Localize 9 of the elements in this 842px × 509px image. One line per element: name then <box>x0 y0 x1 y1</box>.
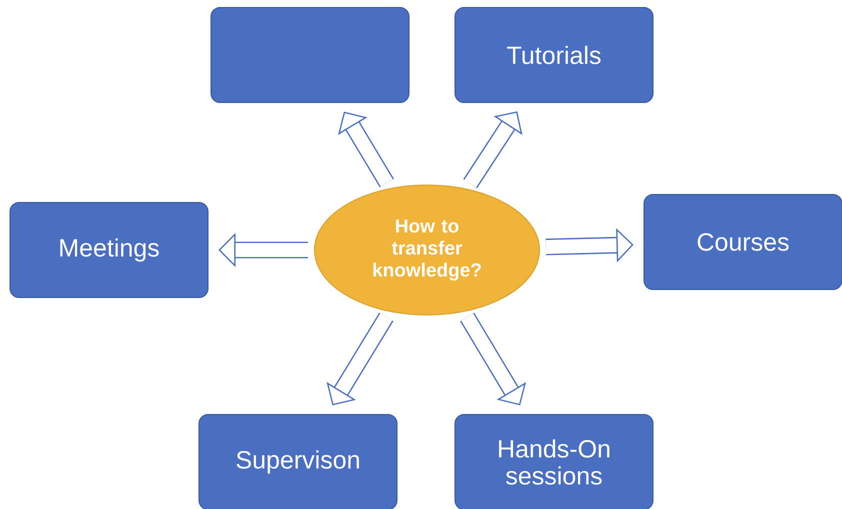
topic-box: Meetings <box>10 202 208 298</box>
block-arrow <box>460 312 526 406</box>
topic-box: Hands-On sessions <box>454 414 654 509</box>
topic-box: Supervison <box>198 414 398 509</box>
block-arrow <box>338 112 394 188</box>
block-arrow <box>326 312 394 406</box>
topic-box: Tutorials <box>454 7 654 103</box>
topic-box: Courses <box>644 194 842 290</box>
topic-box <box>210 7 410 103</box>
